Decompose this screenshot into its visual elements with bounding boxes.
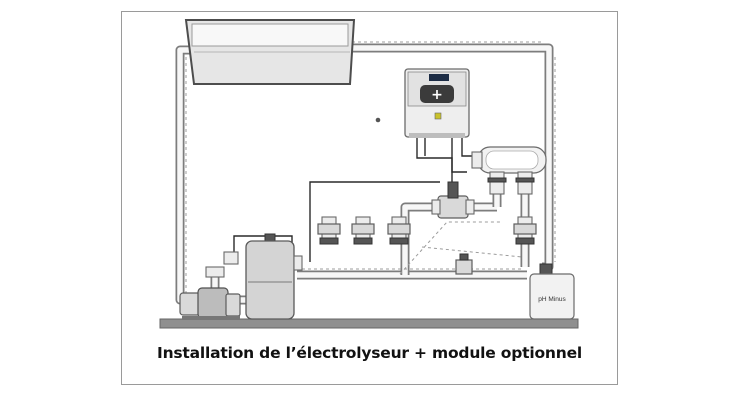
wall-dot xyxy=(375,117,381,123)
electrolyser-control-box-icon: + xyxy=(404,68,470,138)
valve-icon xyxy=(431,181,475,219)
caption: Installation de l’électrolyseur + module… xyxy=(157,344,582,362)
electrolysis-cell-icon xyxy=(471,146,547,195)
check-valve-icon xyxy=(317,216,341,245)
ground-slab xyxy=(159,318,579,329)
check-valve-icon xyxy=(455,253,473,275)
flow-lines xyxy=(185,41,556,294)
pool-basin-icon xyxy=(184,19,356,85)
pump-icon xyxy=(179,251,241,320)
check-valve-icon xyxy=(513,216,537,245)
ph-minus-label: pH Minus xyxy=(538,296,566,303)
ph-minus-tank-icon: pH Minus xyxy=(529,263,575,320)
check-valve-icon xyxy=(351,216,375,245)
svg-text:+: + xyxy=(431,87,443,103)
sand-filter-icon xyxy=(245,233,303,320)
installation-diagram: + xyxy=(159,19,579,329)
check-valve-icon xyxy=(387,216,411,245)
